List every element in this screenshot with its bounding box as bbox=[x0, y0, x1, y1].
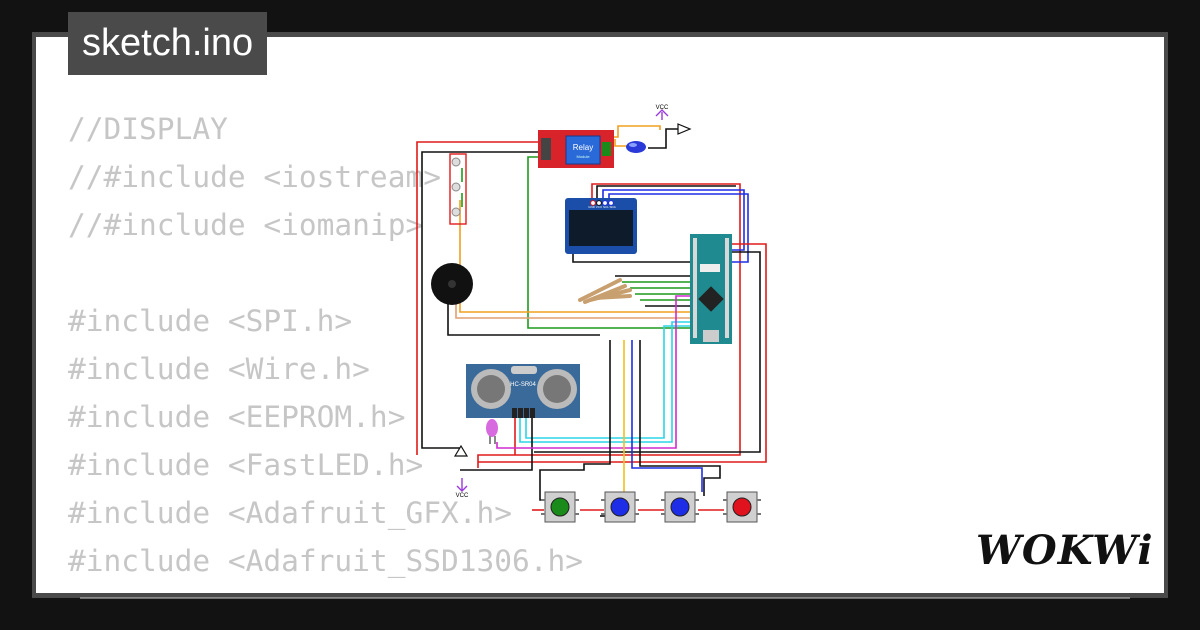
code-line: //#include <iomanip> bbox=[68, 208, 424, 242]
push-button[interactable] bbox=[661, 491, 699, 523]
arduino-nano[interactable] bbox=[690, 234, 732, 344]
code-panel: //DISPLAY //#include <iostream> //#include… bbox=[36, 37, 1164, 593]
ground-symbol-bottom bbox=[453, 444, 469, 457]
code-line: //#include <iostream> bbox=[68, 160, 441, 194]
resistor-bank bbox=[578, 278, 632, 304]
code-line: #include <SPI.h> bbox=[68, 304, 353, 338]
push-buttons bbox=[541, 491, 761, 523]
ultrasonic-sensor[interactable]: HC-SR04 bbox=[466, 364, 580, 418]
buzzer[interactable] bbox=[431, 263, 473, 305]
code-line: #include <EEPROM.h> bbox=[68, 400, 406, 434]
vcc-top: VCC bbox=[655, 105, 669, 120]
push-button[interactable] bbox=[723, 491, 761, 523]
sensor-label: HC-SR04 bbox=[510, 382, 536, 388]
code-line: #include <FastLED.h> bbox=[68, 448, 424, 482]
relay-module[interactable]: Relay Module bbox=[538, 130, 614, 168]
pull-resistors bbox=[449, 153, 467, 225]
wokwi-logo: WOKWi bbox=[976, 527, 1154, 574]
code-line: #include <Adafruit_SSD1306.h> bbox=[68, 544, 584, 578]
led-blue[interactable] bbox=[626, 141, 646, 153]
code-view: //DISPLAY //#include <iostream> //#include… bbox=[68, 105, 1080, 593]
relay-sublabel: Module bbox=[576, 154, 590, 159]
relay-label: Relay bbox=[573, 143, 593, 152]
push-button[interactable] bbox=[601, 491, 639, 523]
file-title-tab[interactable]: sketch.ino bbox=[68, 12, 268, 75]
vcc-bottom: VCC bbox=[456, 478, 469, 499]
wokwi-logo-text: WOKWi bbox=[976, 527, 1154, 574]
code-line: //DISPLAY bbox=[68, 112, 228, 146]
ground-symbol bbox=[677, 123, 692, 135]
vcc-label: VCC bbox=[456, 493, 469, 499]
oled-display[interactable]: GND VCC SCL SDA bbox=[565, 198, 637, 254]
code-line: #define SCREEN_WIDTH 128 // OLED display… bbox=[68, 585, 1080, 593]
oled-pin-labels: GND VCC SCL SDA bbox=[588, 205, 615, 209]
led-purple[interactable] bbox=[486, 419, 498, 444]
wires bbox=[416, 125, 767, 520]
code-line: #include <Wire.h> bbox=[68, 352, 370, 386]
push-button[interactable] bbox=[541, 491, 579, 523]
vcc-label: VCC bbox=[656, 105, 669, 111]
code-line: #include <Adafruit_GFX.h> bbox=[68, 496, 513, 530]
